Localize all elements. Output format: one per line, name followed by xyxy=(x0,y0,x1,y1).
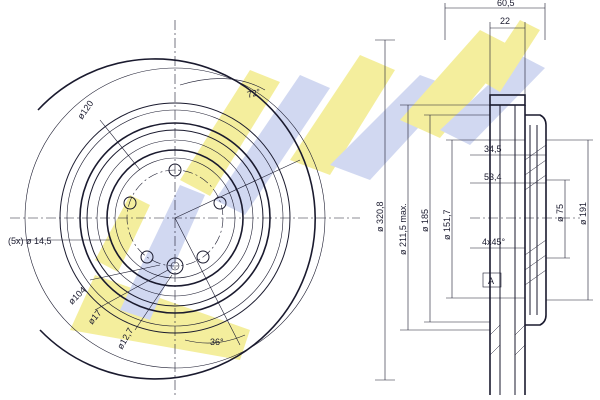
label-total-width: 60,5 xyxy=(497,0,515,8)
label-chamfer: 4x45° xyxy=(482,237,506,247)
label-holes: (5x) ø 14,5 xyxy=(8,236,52,246)
disc-outer-edge xyxy=(37,58,316,380)
label-friction-diameter: ø 211,5 max. xyxy=(398,203,408,255)
front-view xyxy=(10,20,360,395)
datum-box xyxy=(482,272,502,288)
label-d151: ø 151,7 xyxy=(442,209,452,240)
watermark-logo xyxy=(70,20,545,360)
label-angle-bottom: 36° xyxy=(210,337,224,347)
hub-bore xyxy=(106,149,244,287)
label-d185: ø 185 xyxy=(420,209,430,232)
label-d75: ø 75 xyxy=(555,204,565,222)
label-datum: A xyxy=(488,276,494,286)
hat-profile xyxy=(525,114,547,326)
side-view xyxy=(375,3,593,395)
disc-friction-ring-profile xyxy=(489,94,526,106)
label-d191: ø 191 xyxy=(578,202,588,225)
center-hole xyxy=(166,257,184,275)
friction-ring xyxy=(59,102,291,334)
hub-outer xyxy=(79,122,271,314)
label-depth-345: 34,5 xyxy=(484,144,502,154)
label-outer-diameter: ø 320,8 xyxy=(375,201,385,232)
label-disc-thickness: 22 xyxy=(500,16,510,26)
label-angle-top: 72° xyxy=(246,87,262,100)
label-depth-534: 53,4 xyxy=(484,172,502,182)
section-hatching xyxy=(489,144,547,356)
label-pcd: ø120 xyxy=(75,99,95,122)
